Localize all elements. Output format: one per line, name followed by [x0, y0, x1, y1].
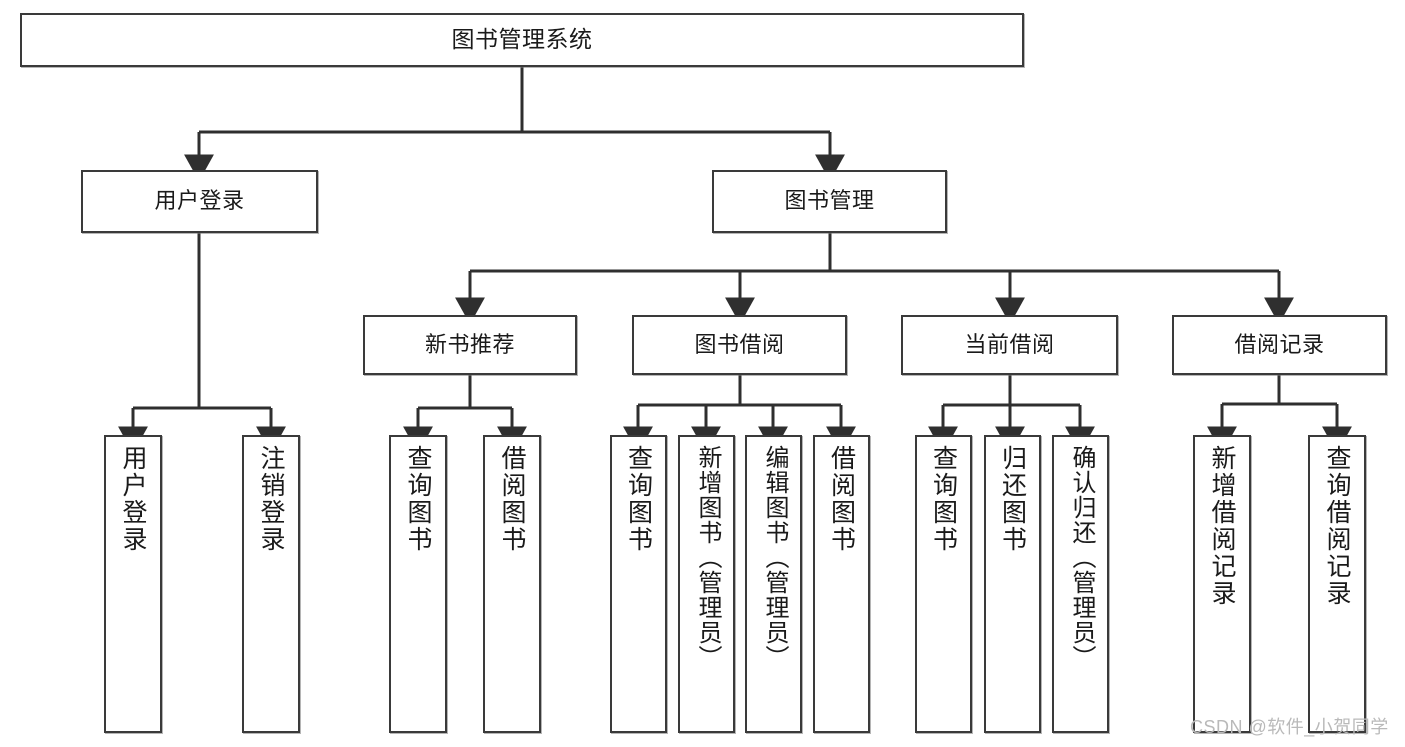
node-label: 注销登录	[257, 445, 285, 553]
node-label: 确认归还（管理员）	[1067, 445, 1095, 670]
node-book-management[interactable]: 图书管理	[712, 170, 947, 233]
leaf-add-borrow-record[interactable]: 新增借阅记录	[1193, 435, 1251, 733]
node-label: 查询借阅记录	[1323, 445, 1351, 607]
node-user-login[interactable]: 用户登录	[81, 170, 318, 233]
leaf-borrow-book-2[interactable]: 借阅图书	[813, 435, 870, 733]
node-label: 编辑图书（管理员）	[760, 445, 788, 670]
node-label: 新增借阅记录	[1208, 445, 1236, 607]
node-root-book-management-system[interactable]: 图书管理系统	[20, 13, 1024, 67]
leaf-query-book-3[interactable]: 查询图书	[915, 435, 972, 733]
node-label: 归还图书	[998, 445, 1027, 553]
node-label: 图书管理系统	[451, 26, 593, 53]
leaf-query-book-1[interactable]: 查询图书	[389, 435, 447, 733]
leaf-query-borrow-record[interactable]: 查询借阅记录	[1308, 435, 1366, 733]
leaf-borrow-book-1[interactable]: 借阅图书	[483, 435, 541, 733]
node-label: 查询图书	[624, 445, 653, 553]
node-current-borrowing[interactable]: 当前借阅	[901, 315, 1118, 375]
leaf-confirm-return-admin[interactable]: 确认归还（管理员）	[1052, 435, 1109, 733]
leaf-query-book-2[interactable]: 查询图书	[610, 435, 667, 733]
node-label: 借阅图书	[827, 445, 856, 553]
node-book-borrowing[interactable]: 图书借阅	[632, 315, 847, 375]
leaf-edit-book-admin[interactable]: 编辑图书（管理员）	[745, 435, 802, 733]
leaf-user-logout[interactable]: 注销登录	[242, 435, 300, 733]
node-borrowing-record[interactable]: 借阅记录	[1172, 315, 1387, 375]
node-label: 查询图书	[404, 445, 432, 553]
node-label: 图书借阅	[694, 331, 785, 357]
node-label: 借阅图书	[498, 445, 526, 553]
leaf-return-book[interactable]: 归还图书	[984, 435, 1041, 733]
node-label: 当前借阅	[964, 331, 1055, 357]
node-label: 图书管理	[784, 188, 875, 214]
node-label: 用户登录	[154, 188, 245, 214]
node-label: 用户登录	[119, 445, 147, 553]
node-label: 新书推荐	[424, 331, 515, 357]
leaf-add-book-admin[interactable]: 新增图书（管理员）	[678, 435, 735, 733]
node-new-book-recommendation[interactable]: 新书推荐	[363, 315, 577, 375]
csdn-watermark: CSDN @软件_小贺同学	[1190, 717, 1389, 737]
leaf-user-login[interactable]: 用户登录	[104, 435, 162, 733]
node-label: 借阅记录	[1234, 331, 1325, 357]
node-label: 查询图书	[929, 445, 958, 553]
node-label: 新增图书（管理员）	[693, 445, 721, 670]
